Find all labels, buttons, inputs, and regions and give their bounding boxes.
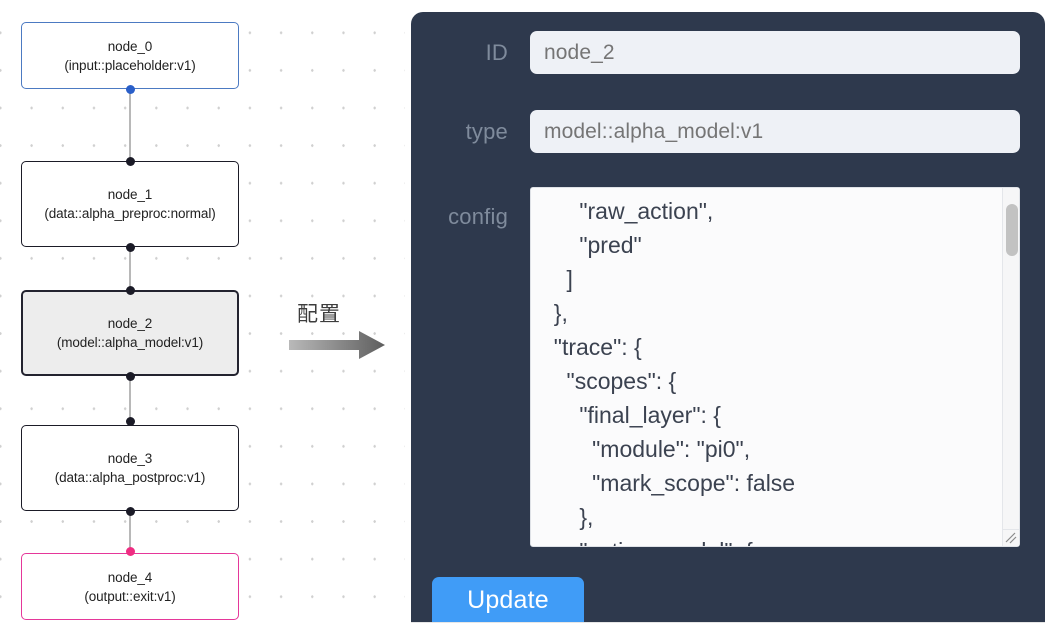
graph-node-label: node_0(input::placeholder:v1) [64, 38, 196, 73]
graph-canvas[interactable]: node_0(input::placeholder:v1) node_1(dat… [0, 0, 405, 628]
node-handle-node_3-source[interactable] [125, 506, 135, 516]
update-button[interactable]: Update [432, 577, 584, 622]
graph-node-label: node_4(output::exit:v1) [84, 569, 176, 604]
graph-node-label: node_2(model::alpha_model:v1) [56, 316, 204, 350]
graph-node-label: node_1(data::alpha_preproc:normal) [44, 187, 216, 221]
id-input[interactable] [530, 31, 1020, 74]
node-handle-node_0-source[interactable] [125, 84, 135, 94]
config-scrollbar-track[interactable] [1002, 188, 1019, 535]
node-handle-node_2-source[interactable] [125, 371, 135, 381]
type-field-label: type [465, 118, 508, 144]
id-field-label: ID [485, 39, 508, 65]
edge-node3-node4 [129, 511, 131, 550]
node-handle-node_1-source[interactable] [125, 242, 135, 252]
edge-node1-node2 [129, 247, 131, 306]
flow-arrow-label: 配置 [297, 302, 341, 326]
config-textarea[interactable]: "raw_action", "pred" ] }, "trace": { "sc… [530, 187, 1020, 547]
node-handle-node_3-target[interactable] [125, 416, 135, 426]
node-handle-node_1-target[interactable] [125, 156, 135, 166]
right-arrow-icon [289, 331, 385, 359]
node-config-panel: ID type config "raw_action", "pred" ] },… [411, 12, 1045, 622]
flow-arrow-group: 配置 [289, 298, 394, 360]
config-field-label: config [448, 204, 508, 229]
resize-handle-icon[interactable] [1002, 529, 1019, 546]
config-field-row: config "raw_action", "pred" ] }, "trace"… [411, 187, 1020, 547]
node-handle-node_4-target[interactable] [125, 546, 135, 556]
config-textarea-wrap: "raw_action", "pred" ] }, "trace": { "sc… [530, 187, 1020, 547]
config-scrollbar-thumb[interactable] [1006, 204, 1018, 256]
edge-node2-node3 [129, 376, 131, 421]
graph-node-node_2[interactable]: node_2(model::alpha_model:v1) [21, 290, 239, 376]
node-handle-node_2-target[interactable] [125, 285, 135, 295]
panel-bottom-strip [411, 622, 1045, 643]
graph-node-node_0[interactable]: node_0(input::placeholder:v1) [21, 22, 239, 89]
edge-node0-node1 [129, 89, 131, 161]
graph-node-node_3[interactable]: node_3(data::alpha_postproc:v1) [21, 425, 239, 511]
graph-node-node_1[interactable]: node_1(data::alpha_preproc:normal) [21, 161, 239, 247]
type-field-row: type [411, 110, 1020, 153]
graph-node-node_4[interactable]: node_4(output::exit:v1) [21, 553, 239, 620]
graph-node-label: node_3(data::alpha_postproc:v1) [54, 451, 206, 485]
type-input[interactable] [530, 110, 1020, 153]
id-field-row: ID [411, 31, 1020, 74]
